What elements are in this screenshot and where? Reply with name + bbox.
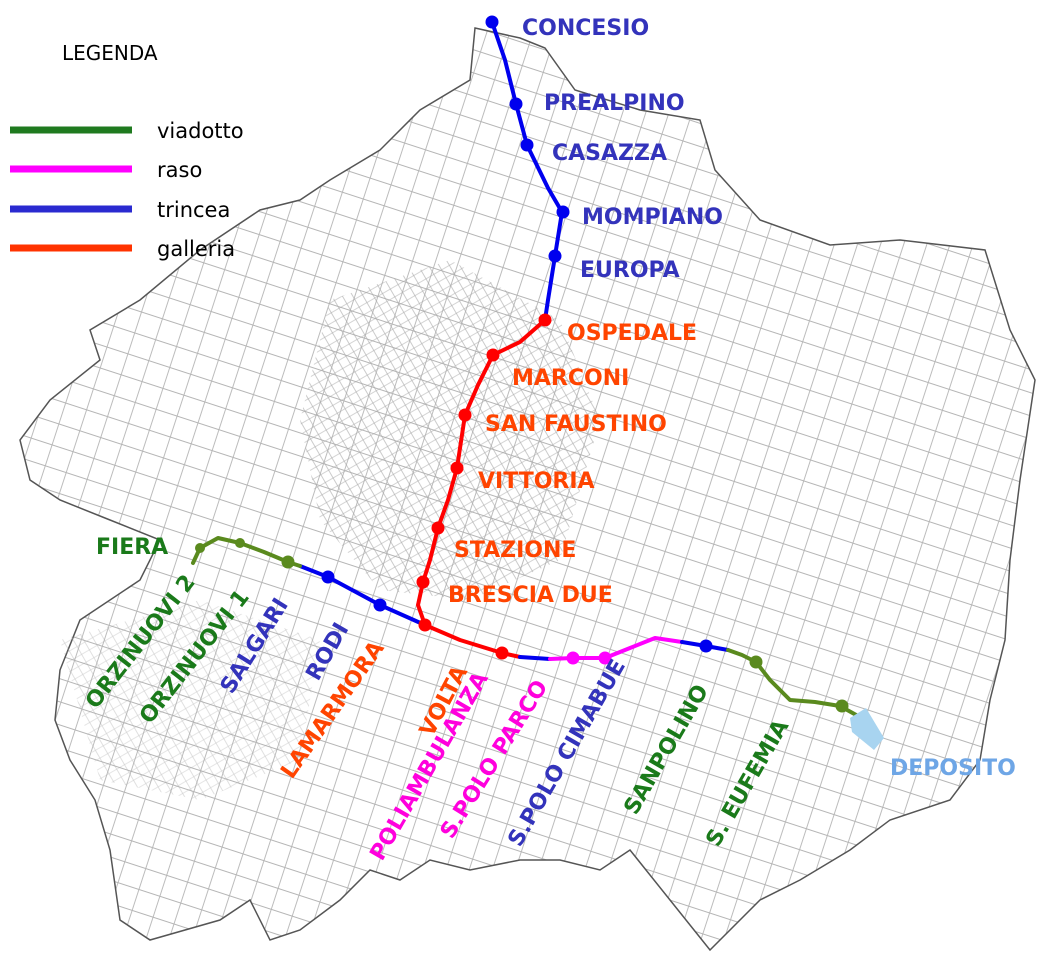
station-marker-s-polo-cimabue[interactable] bbox=[699, 639, 713, 653]
legend-label-trincea: trincea bbox=[157, 198, 230, 222]
station-marker-europa[interactable] bbox=[548, 249, 562, 263]
station-marker-poliambulanza[interactable] bbox=[566, 651, 580, 665]
label-ospedale[interactable]: OSPEDALE bbox=[567, 321, 697, 346]
station-marker-sanpolino[interactable] bbox=[749, 655, 763, 669]
legend: LEGENDA viadotto raso trincea galleria bbox=[10, 41, 244, 261]
legend-label-galleria: galleria bbox=[157, 237, 235, 261]
label-marconi[interactable]: MARCONI bbox=[512, 366, 629, 391]
station-marker-vittoria[interactable] bbox=[450, 461, 464, 475]
station-marker-fiera[interactable] bbox=[195, 543, 205, 553]
deposito-area bbox=[850, 708, 884, 750]
segment-trincea-mid bbox=[518, 655, 552, 661]
label-brescia-due[interactable]: BRESCIA DUE bbox=[448, 583, 613, 608]
station-marker-concesio[interactable] bbox=[485, 15, 499, 29]
label-san-faustino[interactable]: SAN FAUSTINO bbox=[485, 412, 667, 437]
label-fiera[interactable]: FIERA bbox=[96, 535, 168, 560]
segment-trincea-north bbox=[490, 20, 564, 322]
station-marker-marconi[interactable] bbox=[486, 348, 500, 362]
label-concesio[interactable]: CONCESIO bbox=[522, 16, 649, 41]
label-stazione[interactable]: STAZIONE bbox=[454, 538, 576, 563]
station-marker-salgari[interactable] bbox=[321, 570, 335, 584]
label-deposito[interactable]: DEPOSITO bbox=[890, 756, 1016, 781]
legend-label-raso: raso bbox=[157, 158, 202, 182]
station-marker-s-polo-parco[interactable] bbox=[598, 651, 612, 665]
legend-label-viadotto: viadotto bbox=[157, 119, 244, 143]
label-europa[interactable]: EUROPA bbox=[580, 258, 680, 283]
station-marker-rodi[interactable] bbox=[373, 598, 387, 612]
city-center-dense bbox=[300, 260, 600, 600]
segment-trincea-west bbox=[298, 564, 427, 627]
station-marker-ospedale[interactable] bbox=[538, 313, 552, 327]
station-markers bbox=[195, 15, 849, 713]
station-marker-s-eufemia[interactable] bbox=[835, 699, 849, 713]
legend-title: LEGENDA bbox=[62, 41, 158, 65]
label-prealpino[interactable]: PREALPINO bbox=[544, 91, 685, 116]
station-marker-san-faustino[interactable] bbox=[458, 408, 472, 422]
station-marker-lamarmora[interactable] bbox=[418, 618, 432, 632]
station-marker-orzinuovi-1[interactable] bbox=[281, 555, 295, 569]
station-marker-volta[interactable] bbox=[495, 646, 509, 660]
station-marker-mompiano[interactable] bbox=[556, 205, 570, 219]
station-marker-casazza[interactable] bbox=[520, 138, 534, 152]
station-marker-orzinuovi-2[interactable] bbox=[235, 538, 245, 548]
station-marker-prealpino[interactable] bbox=[509, 97, 523, 111]
label-vittoria[interactable]: VITTORIA bbox=[478, 469, 595, 494]
south-west-district bbox=[60, 600, 320, 800]
label-casazza[interactable]: CASAZZA bbox=[552, 141, 667, 166]
station-marker-stazione[interactable] bbox=[431, 521, 445, 535]
station-marker-brescia-due[interactable] bbox=[416, 575, 430, 589]
label-mompiano[interactable]: MOMPIANO bbox=[582, 205, 723, 230]
